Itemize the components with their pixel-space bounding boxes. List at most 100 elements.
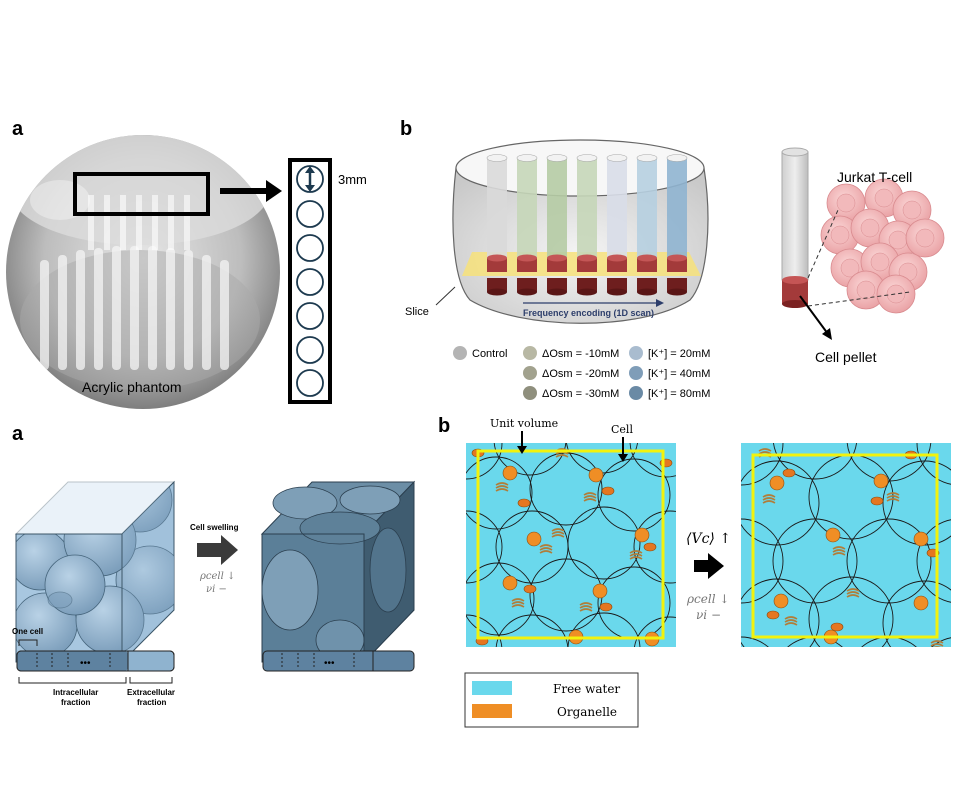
tube-size-label: 3mm [338, 172, 367, 187]
cell-outline [787, 636, 843, 647]
fraction-bar-1 [16, 650, 175, 672]
nucleus-icon [526, 531, 542, 547]
mitochondria-icon [766, 610, 780, 620]
rho-cell-label-b: ρcell ↓ [686, 592, 729, 606]
cell-outline [772, 443, 858, 480]
legend-label: [K⁺] = 20mM [648, 348, 710, 360]
one-cell-label: One cell [12, 627, 43, 636]
golgi-icon [930, 640, 944, 647]
cell-outline [861, 636, 917, 647]
cell-pellet-tube [781, 147, 809, 308]
sample-tube [486, 154, 508, 296]
legend-label: [K⁺] = 80mM [648, 388, 710, 400]
golgi-icon [846, 588, 860, 598]
extracellular-label-2: fraction [137, 698, 166, 707]
jurkat-cell-label: Jurkat T-cell [837, 169, 912, 185]
cell-outline [741, 460, 820, 546]
sample-tube [516, 154, 538, 296]
pellet-arrow-icon [799, 295, 832, 340]
nucleus-icon [769, 475, 785, 491]
top-panel-b-letter: b [400, 118, 412, 140]
legend-label: ΔOsm = -10mM [542, 348, 619, 360]
golgi-icon [551, 528, 565, 538]
nucleus-icon [634, 527, 650, 543]
legend-entry: ΔOsm = -10mM [523, 346, 619, 360]
organelle-swatch [472, 704, 512, 718]
mitochondria-icon [782, 468, 796, 478]
nu-i-label: νi − [206, 584, 227, 595]
unit-volume-square-after [741, 443, 951, 647]
cell-outline [741, 578, 820, 647]
packed-spheres-cube [14, 480, 176, 664]
nucleus-icon [873, 473, 889, 489]
water-organelle-legend [464, 672, 639, 728]
unit-volume-label: Unit volume [490, 417, 558, 430]
legend-entry: [K⁺] = 80mM [629, 386, 710, 400]
legend-label: Control [472, 348, 507, 360]
mitochondria-icon [643, 542, 657, 552]
slice-label: Slice [405, 306, 429, 318]
legend-label: ΔOsm = -30mM [542, 388, 619, 400]
nucleus-icon [913, 595, 929, 611]
legend-swatch [629, 386, 643, 400]
extracellular-label-1: Extracellular [127, 688, 175, 697]
phantom-bowl-diagram [452, 139, 709, 324]
golgi-icon [784, 616, 798, 626]
tcell [876, 274, 916, 314]
mitochondria-icon [830, 622, 844, 632]
tube-column-diagram [288, 158, 332, 404]
legend-entry: Control [453, 346, 507, 360]
rho-cell-label: ρcell ↓ [199, 571, 235, 582]
nucleus-icon [502, 465, 518, 481]
golgi-icon [511, 598, 525, 608]
legend-entry: ΔOsm = -20mM [523, 366, 619, 380]
legend-swatch [523, 386, 537, 400]
sample-tube [666, 154, 688, 296]
legend-swatch [523, 366, 537, 380]
mitochondria-icon [523, 584, 537, 594]
sample-tube [636, 154, 658, 296]
organelle-label: Organelle [557, 705, 617, 719]
free-water-swatch [472, 681, 512, 695]
cell-callout-label: Cell [611, 423, 633, 436]
golgi-icon [886, 492, 900, 502]
bottom-panel-a-letter: a [12, 423, 24, 445]
nu-i-label-b: νi − [696, 608, 721, 622]
nucleus-icon [825, 527, 841, 543]
cell-outline [741, 518, 784, 604]
intracellular-label-1: Intracellular [53, 688, 98, 697]
jurkat-cell-cluster [820, 178, 945, 314]
intracellular-label-2: fraction [61, 698, 90, 707]
cell-outline [466, 456, 533, 530]
golgi-icon [579, 602, 593, 612]
cell-outline [931, 637, 951, 647]
sample-tube [576, 154, 598, 296]
tcell [846, 270, 886, 310]
unit-volume-arrow-icon [517, 431, 527, 454]
volume-increase-arrow-icon [694, 553, 724, 579]
legend-swatch [523, 346, 537, 360]
legend-entry: [K⁺] = 40mM [629, 366, 710, 380]
unit-volume-square-before [466, 443, 676, 647]
legend-swatch [453, 346, 467, 360]
legend-swatch [629, 346, 643, 360]
top-panel-a-letter: a [12, 118, 24, 140]
zoom-arrow-icon [220, 180, 282, 202]
bottom-panel-b-letter: b [438, 415, 450, 437]
legend-swatch [629, 366, 643, 380]
dots-label-1: ••• [80, 658, 91, 669]
golgi-icon [762, 494, 776, 504]
cell-outline [916, 519, 951, 603]
dots-label-2: ••• [324, 658, 335, 669]
acrylic-phantom-label: Acrylic phantom [82, 379, 182, 395]
cell-outline [882, 580, 951, 647]
cell-outline [567, 506, 641, 580]
cell-outline [466, 510, 503, 584]
free-water-label: Free water [553, 682, 620, 696]
cell-arrow-icon [618, 437, 628, 462]
frequency-encoding-label: Frequency encoding (1D scan) [523, 308, 654, 318]
sample-tube [546, 154, 568, 296]
golgi-icon [832, 546, 846, 556]
cell-outline [629, 443, 676, 478]
